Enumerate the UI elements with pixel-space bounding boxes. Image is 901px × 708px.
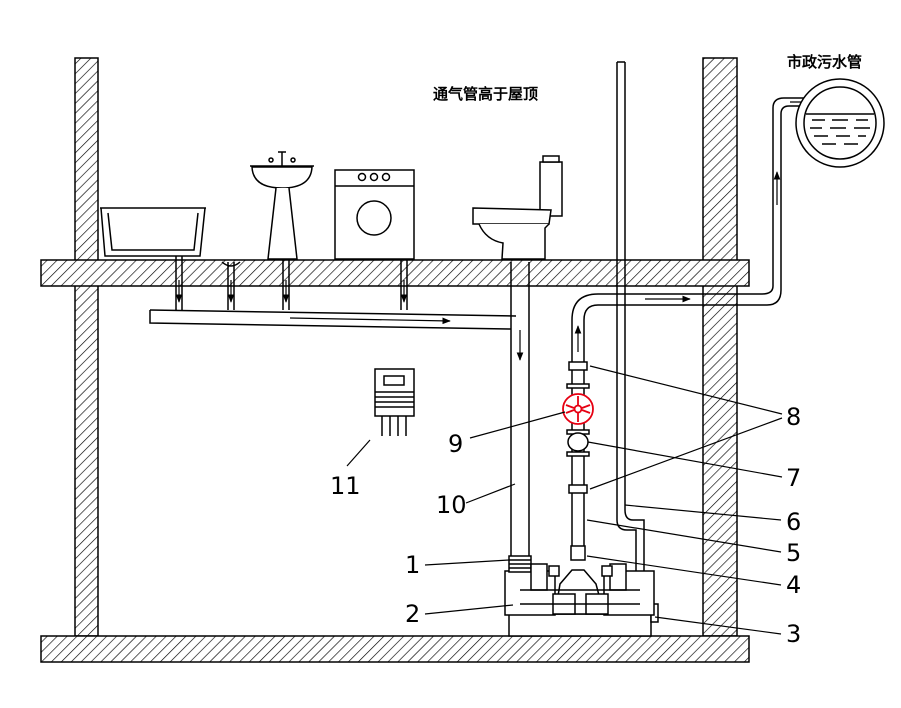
wash-basin [250,151,314,260]
horizontal-collector-pipe [149,309,517,330]
unit-base [508,613,652,637]
check-valve [567,432,589,452]
control-display [383,375,405,386]
leader-3 [654,616,782,635]
callout-4: 4 [786,571,801,599]
leader-6 [624,504,782,521]
basement-floor-slab [40,635,750,663]
upper-floor-slab [40,259,750,287]
discharge-pipe [571,97,820,546]
pump-joint [570,545,586,561]
callout-1: 1 [405,551,420,579]
leader-2 [424,604,514,615]
building-structure [40,57,750,663]
leader-8a [589,365,783,415]
municipal-sewer-label: 市政污水管 [787,53,862,71]
leader-8b [589,417,783,490]
callout-labels: 1 2 3 4 5 6 7 8 9 10 11 [330,403,801,648]
leader-11 [346,439,371,467]
toilet [472,155,563,260]
leader-lines [346,365,783,635]
vent-note-label: 通气管高于屋顶 [433,85,538,103]
callout-5: 5 [786,539,801,567]
callout-8: 8 [786,403,801,431]
collector-flow-arrow [289,317,451,325]
bathtub [100,207,206,257]
control-box [374,368,415,436]
leader-9 [469,411,566,439]
pipe-fittings [566,361,590,561]
callout-11: 11 [330,472,361,500]
pump-motor-left-1 [530,563,548,591]
callout-9: 9 [448,430,463,458]
municipal-sewer-pipe [795,78,885,168]
fixture-flow-arrows [175,280,408,303]
leader-4 [586,555,782,586]
flange-check [566,451,590,457]
left-wall [74,57,99,637]
gate-valve-handwheel-icon [562,393,594,425]
callout-2: 2 [405,600,420,628]
leader-7 [587,441,783,478]
callout-6: 6 [786,508,801,536]
inflow-pipe [510,262,530,557]
callout-10: 10 [436,491,467,519]
leader-1 [424,559,510,566]
lower-joint [568,484,588,494]
leader-5 [586,519,782,553]
leader-10 [465,483,516,504]
callout-3: 3 [786,620,801,648]
vent-pipe [616,61,645,580]
washing-machine [334,169,415,260]
lift-station-unit [504,555,659,637]
right-wall [702,57,738,637]
upper-joint [568,361,588,371]
flange-top [566,383,590,389]
callout-7: 7 [786,464,801,492]
